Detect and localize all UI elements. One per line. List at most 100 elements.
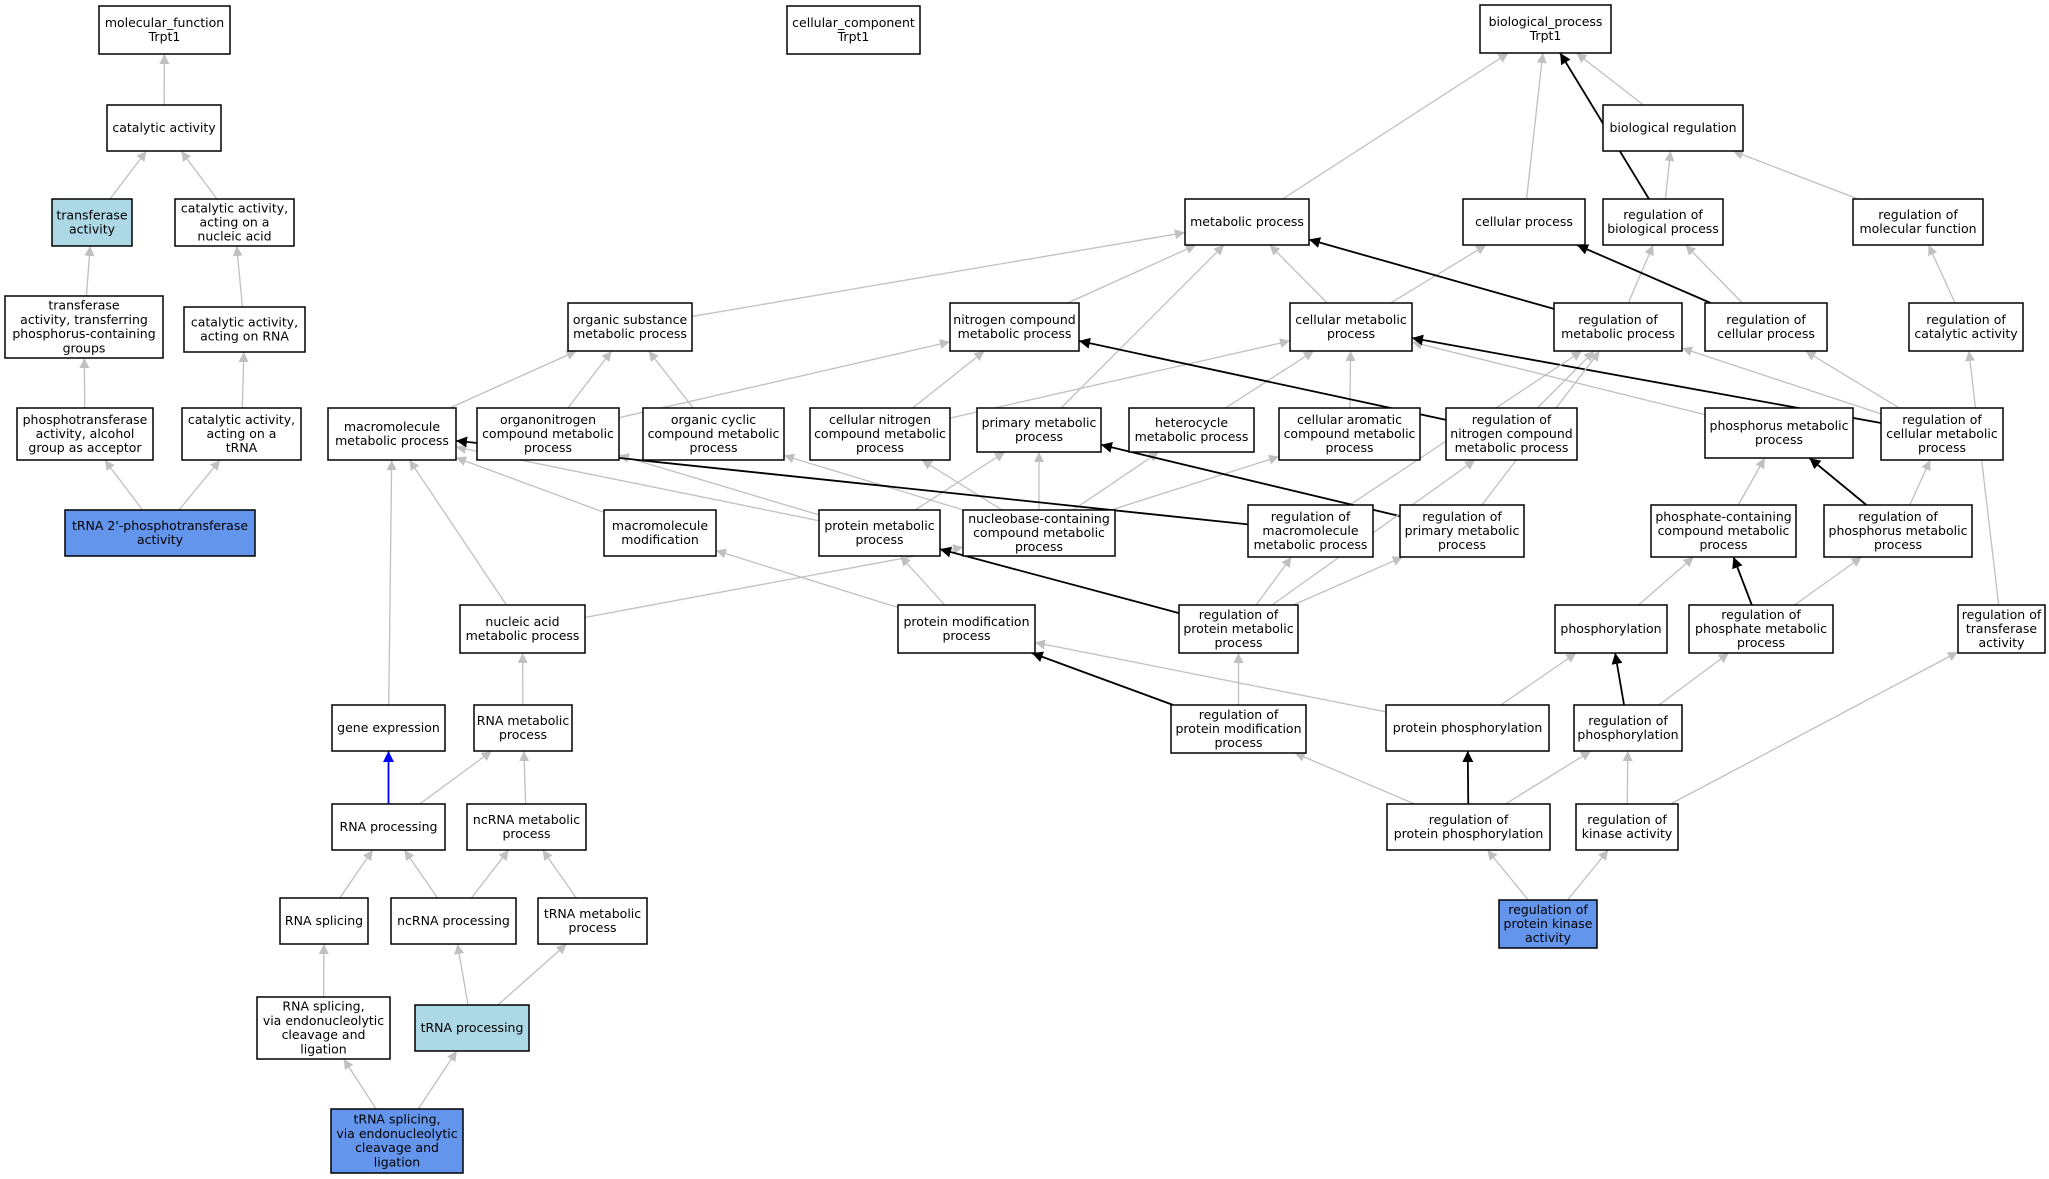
node-label-line: protein kinase (1504, 916, 1593, 931)
node-gene-expression[interactable]: gene expression (331, 704, 446, 752)
node-cat-rna[interactable]: catalytic activity,acting on RNA (183, 306, 306, 353)
node-catalytic-activity[interactable]: catalytic activity (106, 104, 222, 152)
node-protein-phos[interactable]: protein phosphorylation (1385, 704, 1550, 752)
node-box (1128, 407, 1255, 453)
edge-reg-cell-proc-to-reg-bio-process (1685, 244, 1743, 304)
node-label-line: phosphorus-containing (12, 326, 155, 341)
node-box (390, 897, 517, 945)
node-cellular-process[interactable]: cellular process (1462, 198, 1586, 246)
node-label-line: acting on RNA (200, 329, 289, 344)
node-box (4, 295, 164, 359)
edge-cat-nucleic-to-catalytic-activity (180, 150, 218, 200)
node-label-line: regulation of (1902, 412, 1982, 427)
node-label-line: tRNA metabolic (544, 906, 641, 921)
node-label-line: RNA splicing, (282, 999, 364, 1014)
node-label-line: compound metabolic (1284, 426, 1416, 441)
edge-trna-processing-to-ncrna-processing (454, 943, 469, 1006)
node-box (537, 897, 648, 945)
node-label-line: metabolic process (1254, 537, 1368, 552)
node-rna-splicing-endo[interactable]: RNA splicing,via endonucleolyticcleavage… (256, 996, 391, 1060)
edge-trna-met-to-ncrna-met (542, 849, 577, 899)
node-ncrna-processing[interactable]: ncRNA processing (390, 897, 517, 945)
node-label-line: process (1325, 440, 1373, 455)
node-box (1170, 704, 1307, 754)
node-label-line: process (568, 920, 616, 935)
node-label-line: regulation of (1578, 312, 1658, 327)
node-label-line: via endonucleolytic (336, 1126, 457, 1141)
node-metabolic-process[interactable]: metabolic process (1184, 198, 1310, 246)
edge-nucleobase-to-heterocycle (1072, 451, 1160, 511)
edge-reg-mol-function-to-biological-regulation (1732, 149, 1859, 200)
edge-ncrna-processing-to-rna-processing (403, 849, 439, 899)
node-label-line: organonitrogen (500, 412, 596, 427)
node-box (1184, 198, 1310, 246)
node-label-line: process (1438, 537, 1486, 552)
node-trna-processing[interactable]: tRNA processing (414, 1004, 530, 1052)
node-rna-splicing[interactable]: RNA splicing (279, 897, 369, 945)
edge-macromol-met-to-org-subst-met (449, 350, 577, 409)
edge-trna-phosphotransferase-to-phosphotransferase (104, 459, 144, 511)
node-label-line: compound metabolic (814, 426, 946, 441)
node-rna-processing[interactable]: RNA processing (331, 803, 446, 851)
node-label-line: protein metabolic (824, 518, 934, 533)
node-label-line: metabolic process (573, 326, 687, 341)
node-trna-splicing[interactable]: tRNA splicing,via endonucleolyticcleavag… (330, 1108, 464, 1174)
node-phosphorylation[interactable]: phosphorylation (1554, 604, 1668, 654)
node-label-line: heterocycle (1155, 415, 1228, 430)
node-label-line: protein modification (904, 614, 1030, 629)
edge-organonitrogen-to-org-subst-met (567, 350, 613, 409)
node-box (809, 407, 951, 461)
node-biological-regulation[interactable]: biological regulation (1602, 104, 1744, 152)
node-label-line: process (502, 826, 550, 841)
node-label-line: metabolic process (466, 628, 580, 643)
